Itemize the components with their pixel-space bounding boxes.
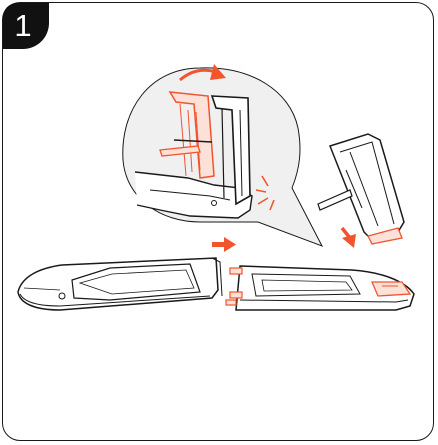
tray-left bbox=[18, 258, 222, 310]
folding-bracket bbox=[318, 134, 404, 244]
zoom-detail bbox=[123, 68, 322, 246]
slide-right-arrow bbox=[212, 237, 236, 252]
press-down-arrow bbox=[342, 228, 356, 248]
tray-right bbox=[226, 266, 414, 310]
